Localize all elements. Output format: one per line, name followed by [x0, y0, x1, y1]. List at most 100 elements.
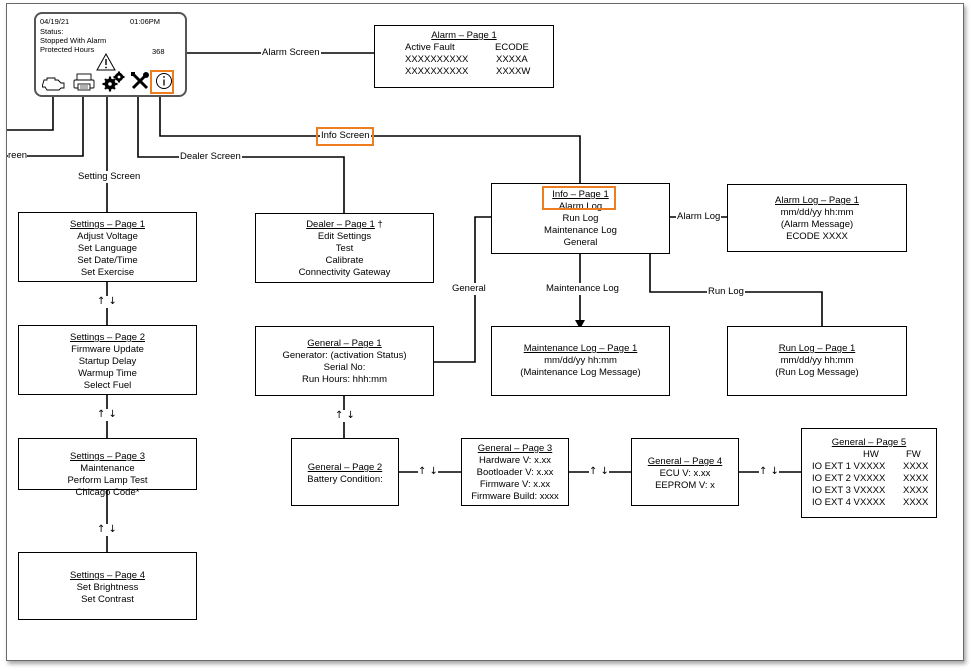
- alarm-col2-row: ECODE: [495, 42, 529, 53]
- general-page-2[interactable]: General – Page 2 Battery Condition:: [291, 438, 399, 506]
- settings-page-2-title: Settings – Page 2: [70, 332, 145, 343]
- io-row-label: IO EXT 4 V: [812, 497, 860, 508]
- general-3-line: Firmware V: x.xx: [479, 479, 551, 490]
- settings-page-2[interactable]: Settings – Page 2 Firmware Update Startu…: [18, 325, 197, 395]
- settings-item-adjust-voltage[interactable]: Adjust Voltage: [77, 231, 138, 242]
- wire-printer: [7, 96, 84, 157]
- info-icon[interactable]: [155, 72, 173, 90]
- io-row-fw: XXXX: [903, 485, 929, 496]
- settings-item-maintenance[interactable]: Maintenance: [80, 463, 135, 474]
- info-page-1[interactable]: Info – Page 1 Alarm Log Run Log Maintena…: [491, 183, 670, 254]
- info-item-general[interactable]: General: [563, 237, 598, 248]
- general-page-4-title: General – Page 4: [647, 456, 723, 467]
- maintenance-log-title: Maintenance Log – Page 1: [523, 343, 638, 354]
- tools-icon[interactable]: [130, 71, 150, 91]
- settings-item-select-fuel[interactable]: Select Fuel: [83, 380, 132, 391]
- dealer-page-1[interactable]: Dealer – Page 1 † Edit Settings Test Cal…: [255, 213, 434, 283]
- general-side-arrows: ↑ ↓: [418, 466, 438, 478]
- maintenance-log-line: mm/dd/yy hh:mm: [544, 355, 617, 366]
- alarm-log-page-1[interactable]: Alarm Log – Page 1 mm/dd/yy hh:mm (Alarm…: [727, 184, 907, 252]
- settings-page-4[interactable]: Settings – Page 4 Set Brightness Set Con…: [18, 552, 197, 620]
- general-page-3-title: General – Page 3: [477, 443, 553, 454]
- settings-item-firmware-update[interactable]: Firmware Update: [71, 344, 144, 355]
- general-4-line: ECU V: x.xx: [659, 468, 711, 479]
- engine-icon[interactable]: [42, 74, 66, 92]
- label-info-screen: Info Screen: [320, 130, 371, 142]
- info-item-alarm-log[interactable]: Alarm Log: [558, 201, 603, 212]
- label-alarm-screen: Alarm Screen: [261, 47, 321, 59]
- general-side-arrows: ↑ ↓: [589, 466, 609, 478]
- alarm-col1-row: XXXXXXXXXX: [405, 54, 469, 65]
- alarm-log-line: ECODE XXXX: [786, 231, 848, 242]
- general-1-line: Run Hours: hhh:mm: [301, 374, 387, 385]
- wire-engine: [7, 96, 54, 131]
- settings-item-chicago-code[interactable]: Chicago Code*: [75, 487, 140, 498]
- run-log-page-1[interactable]: Run Log – Page 1 mm/dd/yy hh:mm (Run Log…: [727, 326, 907, 396]
- label-run-log: Run Log: [707, 286, 745, 298]
- settings-item-set-brightness[interactable]: Set Brightness: [76, 582, 139, 593]
- arrowhead-maintenance: [575, 320, 585, 329]
- general-page-2-title: General – Page 2: [307, 462, 383, 473]
- general-side-arrows: ↑ ↓: [759, 466, 779, 478]
- display-hours-label: Protected Hours: [40, 45, 95, 54]
- info-item-run-log[interactable]: Run Log: [562, 213, 599, 224]
- label-dealer-screen: Dealer Screen: [179, 151, 242, 163]
- info-item-maintenance-log[interactable]: Maintenance Log: [544, 225, 617, 236]
- io-row-label: IO EXT 1 V: [812, 461, 860, 472]
- label-maintenance-log: Maintenance Log: [545, 283, 620, 295]
- settings-page-1-title: Settings – Page 1: [70, 219, 145, 230]
- alarm-page-1[interactable]: Alarm – Page 1 Active Fault XXXXXXXXXX X…: [374, 25, 554, 88]
- general-2-line: Battery Condition:: [307, 474, 383, 485]
- alarm-col2-row: XXXXW: [496, 66, 531, 77]
- display-time: 01:06PM: [130, 17, 161, 26]
- settings-item-startup-delay[interactable]: Startup Delay: [78, 356, 137, 367]
- info-screen-highlight: [316, 127, 374, 146]
- io-row-fw: XXXX: [903, 473, 929, 484]
- io-row-fw: XXXX: [903, 461, 929, 472]
- alarm-col1-row: Active Fault: [405, 42, 455, 53]
- dagger-mark: †: [374, 219, 383, 230]
- maintenance-log-line: (Maintenance Log Message): [520, 367, 641, 378]
- maintenance-log-page-1[interactable]: Maintenance Log – Page 1 mm/dd/yy hh:mm …: [491, 326, 670, 396]
- display-hours-value: 368: [152, 47, 165, 56]
- general-3-line: Bootloader V: x.xx: [476, 467, 554, 478]
- settings-item-warmup-time[interactable]: Warmup Time: [78, 368, 137, 379]
- gears-icon[interactable]: [102, 70, 126, 92]
- general-page-4[interactable]: General – Page 4 ECU V: x.xx EEPROM V: x: [631, 438, 739, 506]
- settings-item-lamp-test[interactable]: Perform Lamp Test: [67, 475, 148, 486]
- settings-item-set-contrast[interactable]: Set Contrast: [81, 594, 134, 605]
- dealer-item-test[interactable]: Test: [335, 243, 354, 254]
- general-3-line: Hardware V: x.xx: [479, 455, 551, 466]
- settings-item-set-language[interactable]: Set Language: [77, 243, 138, 254]
- display-date: 04/19/21: [40, 17, 70, 26]
- general-1-line: Serial No:: [323, 362, 366, 373]
- alarm-col2-row: XXXXA: [496, 54, 528, 65]
- io-row-hw: XXXX: [860, 473, 886, 484]
- alarm-col1-row: XXXXXXXXXX: [405, 66, 469, 77]
- io-row-hw: XXXX: [860, 485, 886, 496]
- settings-item-set-date-time[interactable]: Set Date/Time: [77, 255, 138, 266]
- general-page-5[interactable]: General – Page 5 HW FW IO EXT 1 V XXXX X…: [801, 428, 937, 518]
- printer-icon[interactable]: [72, 72, 96, 92]
- settings-page-3[interactable]: Settings – Page 3 Maintenance Perform La…: [18, 438, 197, 498]
- settings-page-4-title: Settings – Page 4: [70, 570, 145, 581]
- hw-header: HW: [863, 449, 879, 460]
- io-row-hw: XXXX: [860, 461, 886, 472]
- fw-header: FW: [906, 449, 921, 460]
- label-cut-screen: reen: [8, 150, 28, 162]
- general-3-line: Firmware Build: xxxx: [471, 491, 559, 502]
- settings-item-set-exercise[interactable]: Set Exercise: [80, 267, 135, 278]
- settings-nav-arrows: ↑ ↓: [97, 296, 117, 308]
- alarm-log-line: (Alarm Message): [780, 219, 854, 230]
- general-page-3[interactable]: General – Page 3 Hardware V: x.xx Bootlo…: [461, 438, 569, 506]
- alarm-page-1-title: Alarm – Page 1: [431, 30, 497, 41]
- dealer-item-edit-settings[interactable]: Edit Settings: [317, 231, 372, 242]
- settings-page-1[interactable]: Settings – Page 1 Adjust Voltage Set Lan…: [18, 212, 197, 282]
- dealer-item-calibrate[interactable]: Calibrate: [325, 255, 364, 266]
- general-nav-arrows: ↑ ↓: [335, 410, 355, 422]
- dealer-item-connectivity-gateway[interactable]: Connectivity Gateway: [298, 267, 391, 278]
- display-status-label: Status:: [40, 27, 64, 36]
- alarm-log-line: mm/dd/yy hh:mm: [780, 207, 854, 218]
- alarm-log-title: Alarm Log – Page 1: [775, 195, 859, 206]
- general-page-1[interactable]: General – Page 1 Generator: (activation …: [255, 326, 434, 396]
